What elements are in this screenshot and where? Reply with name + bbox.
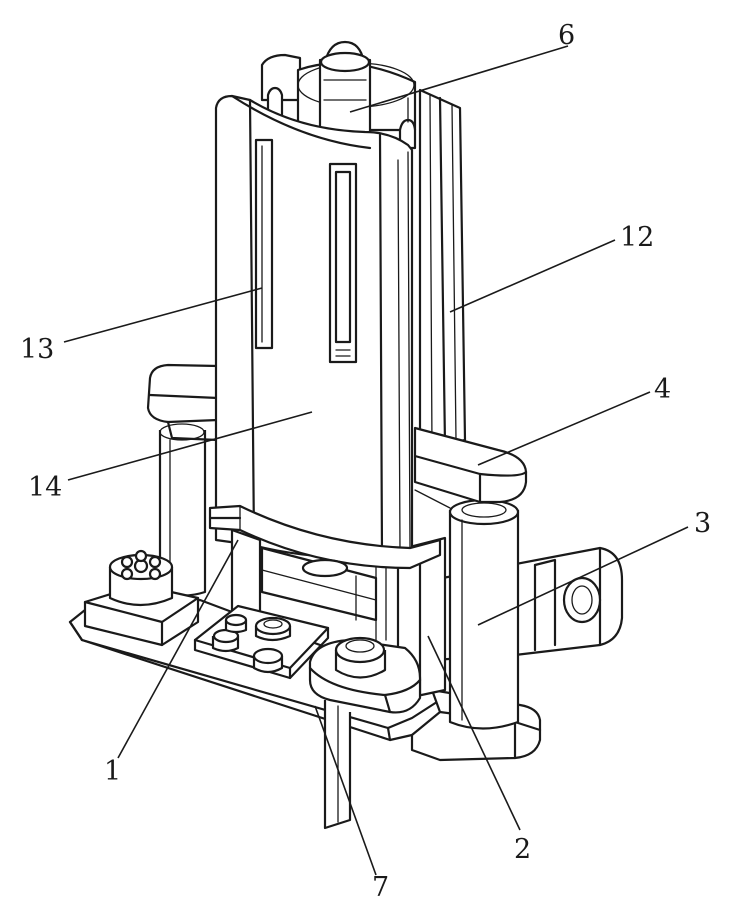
- label-14: 14: [28, 472, 62, 503]
- label-13: 13: [20, 334, 54, 365]
- leader-12: [450, 240, 615, 312]
- rear-guide-panel: [420, 90, 465, 450]
- label-12: 12: [620, 222, 654, 253]
- label-6: 6: [558, 20, 575, 51]
- label-3: 3: [694, 508, 711, 539]
- right-cylinder: [450, 500, 518, 729]
- label-7: 7: [372, 872, 389, 903]
- label-1: 1: [104, 756, 121, 787]
- label-4: 4: [654, 374, 671, 405]
- left-crossbar: [148, 365, 218, 440]
- right-crossbar: [415, 428, 526, 508]
- leader-4: [478, 392, 650, 465]
- main-housing: [216, 96, 412, 557]
- label-2: 2: [514, 834, 531, 865]
